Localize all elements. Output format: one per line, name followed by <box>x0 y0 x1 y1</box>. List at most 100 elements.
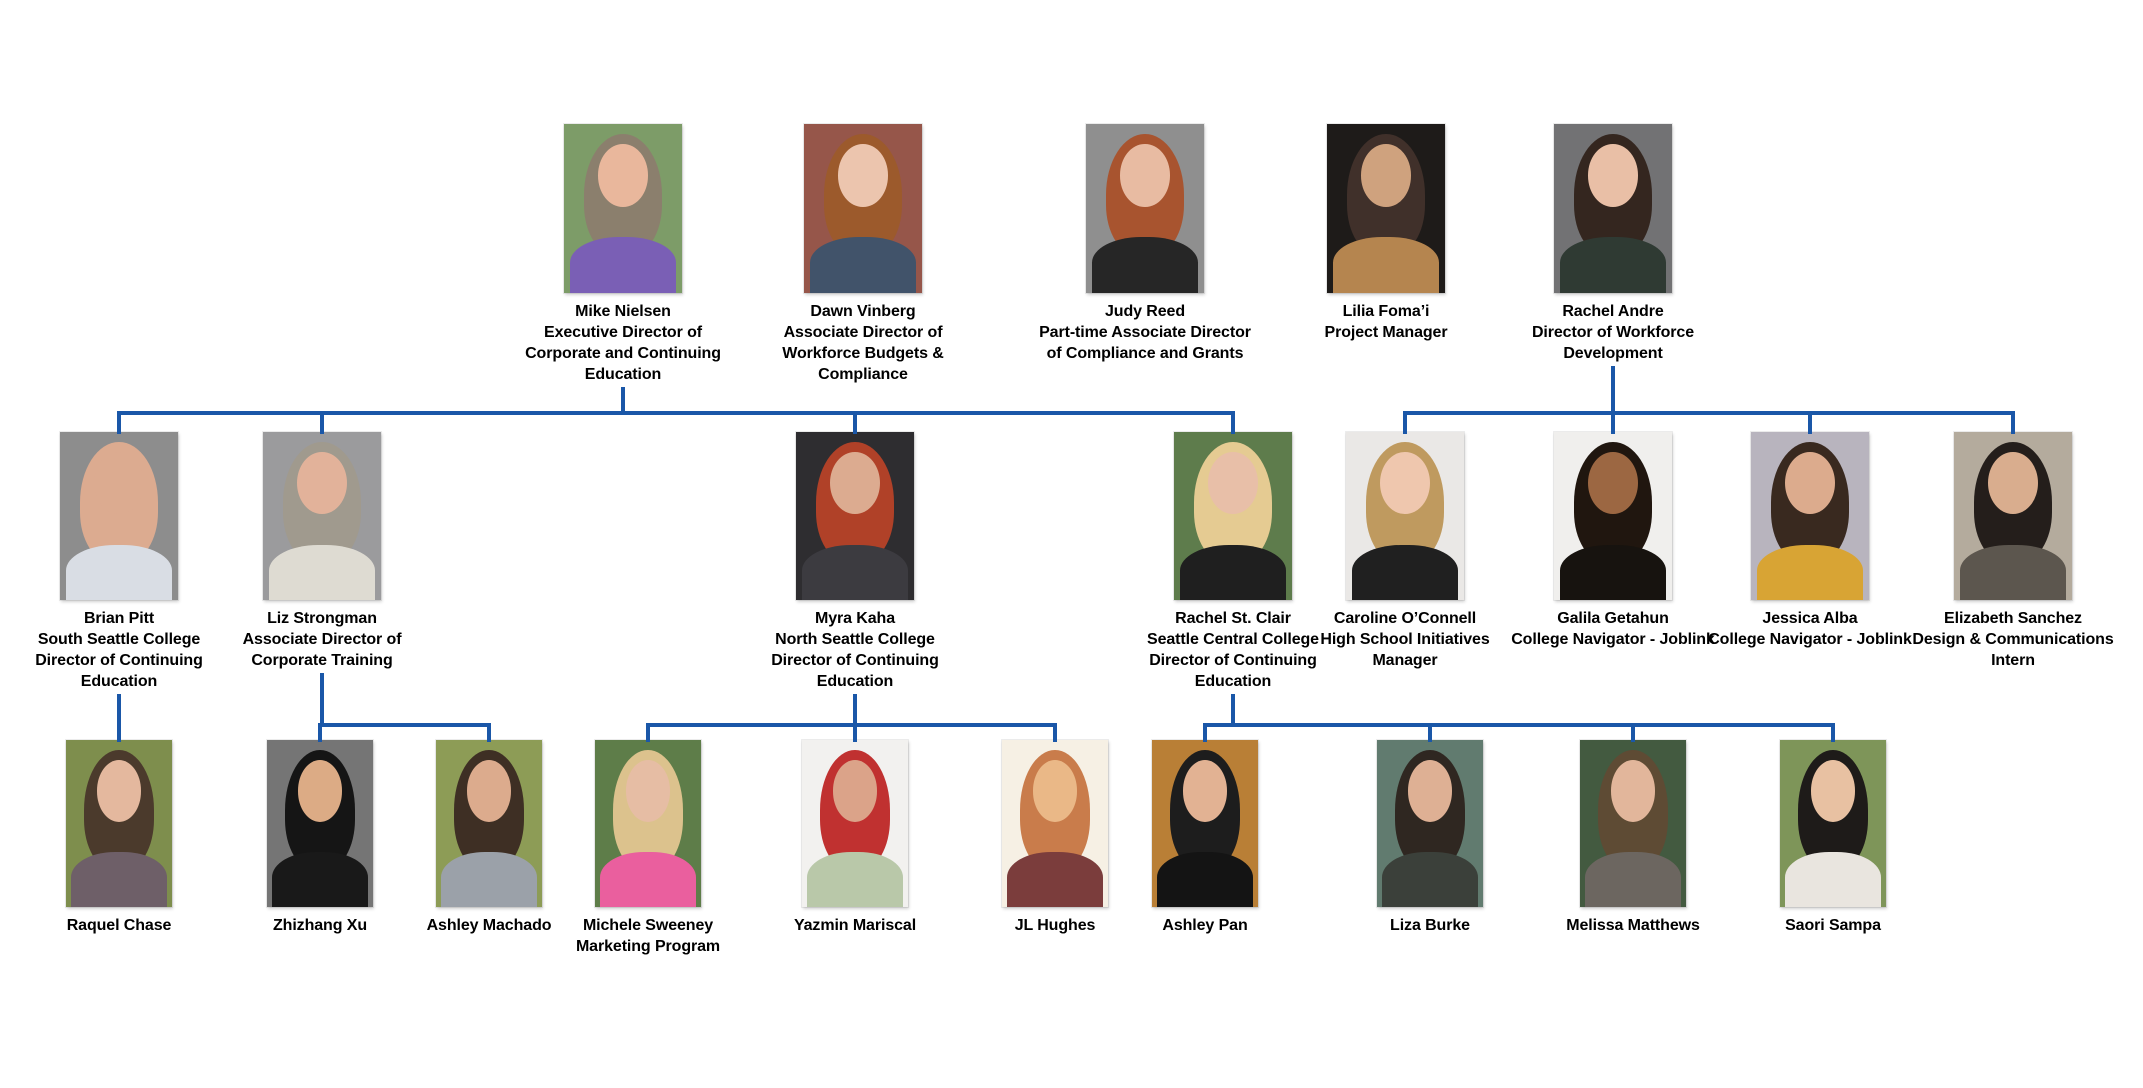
person-title-line: Corporate and Continuing <box>525 345 721 362</box>
person-name: Raquel Chase <box>66 917 172 934</box>
avatar-shoulders <box>1959 544 2067 600</box>
avatar-face <box>1988 452 2038 515</box>
avatar-shoulders <box>272 851 368 907</box>
person-title-line: Project Manager <box>1324 324 1448 341</box>
avatar-shoulders <box>809 237 917 293</box>
person-label: Ashley Pan <box>1085 915 1325 936</box>
person-title-line: Manager <box>1372 652 1438 669</box>
person-photo <box>1751 432 1869 600</box>
avatar-face <box>96 760 142 822</box>
connector-vline <box>1611 366 1615 413</box>
avatar-shoulders <box>1559 237 1667 293</box>
person-photo <box>1377 740 1483 907</box>
avatar-shoulders <box>1179 544 1287 600</box>
avatar-shoulders <box>71 851 167 907</box>
connector-vline <box>1403 413 1407 434</box>
connector-hline <box>1403 411 2015 415</box>
person-name: Michele Sweeney <box>582 917 714 934</box>
avatar-shoulders <box>1007 851 1103 907</box>
connector-vline <box>853 694 857 725</box>
connector-vline <box>117 725 121 742</box>
person-title-line: Education <box>584 366 662 383</box>
avatar-shoulders <box>1756 544 1864 600</box>
connector-vline <box>318 725 322 742</box>
person-title-line: South Seattle College <box>37 631 201 648</box>
avatar-shoulders <box>1351 544 1459 600</box>
person-name: Mike Nielsen <box>575 303 671 320</box>
person-name: Rachel Andre <box>1562 303 1664 320</box>
connector-vline <box>117 694 121 725</box>
person-name: Rachel St. Clair <box>1175 610 1291 627</box>
avatar-face <box>1785 452 1835 515</box>
connector-vline <box>853 725 857 742</box>
person-name: Galila Getahun <box>1557 610 1669 627</box>
person-title-line: Workforce Budgets & <box>782 345 944 362</box>
person-name: Liz Strongman <box>267 610 377 627</box>
avatar-shoulders <box>1091 237 1199 293</box>
person-name: Judy Reed <box>1104 303 1185 320</box>
person-title-line: Executive Director of <box>544 324 702 341</box>
connector-vline <box>487 725 491 742</box>
connector-vline <box>320 413 324 434</box>
person-photo <box>796 432 914 600</box>
person-name: Melissa Matthews <box>1566 917 1700 934</box>
person-title-line: Seattle Central College <box>1147 631 1319 648</box>
person-photo <box>1086 124 1204 293</box>
person-title-line: Design & Communications <box>1912 631 2114 648</box>
avatar-shoulders <box>1382 851 1478 907</box>
avatar-face <box>1182 760 1228 822</box>
person-name: Jessica Alba <box>1762 610 1858 627</box>
avatar-face <box>94 452 144 515</box>
connector-hline <box>1203 723 1835 727</box>
connector-vline <box>1231 413 1235 434</box>
person-title-line: Director of Continuing <box>1149 652 1317 669</box>
person-name: Liza Burke <box>1390 917 1470 934</box>
person-photo <box>1554 124 1672 293</box>
person-photo <box>1002 740 1108 907</box>
avatar-face <box>1588 144 1638 207</box>
connector-vline <box>1611 413 1615 434</box>
person-photo <box>595 740 701 907</box>
person-title-line: of Compliance and Grants <box>1046 345 1244 362</box>
connector-vline <box>646 725 650 742</box>
connector-vline <box>853 413 857 434</box>
connector-vline <box>1831 725 1835 742</box>
person-photo <box>1152 740 1258 907</box>
avatar-face <box>838 144 888 207</box>
avatar-shoulders <box>1559 544 1667 600</box>
person-title-line: High School Initiatives <box>1320 631 1490 648</box>
avatar-face <box>1032 760 1078 822</box>
person-title-line: Development <box>1563 345 1663 362</box>
person-photo <box>267 740 373 907</box>
person-title-line: Director of Continuing <box>771 652 939 669</box>
avatar-face <box>1120 144 1170 207</box>
person-title-line: Director of Continuing <box>35 652 203 669</box>
person-title-line: North Seattle College <box>775 631 935 648</box>
person-title-line: Compliance <box>818 366 908 383</box>
person-name: Dawn Vinberg <box>810 303 916 320</box>
person-title-line: Associate Director of <box>783 324 943 341</box>
person-photo <box>1327 124 1445 293</box>
person-label: Raquel Chase <box>0 915 239 936</box>
person-photo <box>802 740 908 907</box>
person-title-line: Education <box>1194 673 1272 690</box>
person-label: Yazmin Mariscal <box>735 915 975 936</box>
avatar-face <box>1588 452 1638 515</box>
person-title-line: College Navigator - Joblink <box>1511 631 1715 648</box>
avatar-face <box>1208 452 1258 515</box>
connector-vline <box>621 387 625 413</box>
avatar-shoulders <box>1332 237 1440 293</box>
person-title-line: Director of Workforce <box>1531 324 1695 341</box>
avatar-face <box>832 760 878 822</box>
connector-vline <box>117 413 121 434</box>
connector-vline <box>1428 725 1432 742</box>
person-title-line: Corporate Training <box>251 652 393 669</box>
connector-vline <box>2011 413 2015 434</box>
person-name: Saori Sampa <box>1785 917 1881 934</box>
person-title-line: Associate Director of <box>242 631 402 648</box>
